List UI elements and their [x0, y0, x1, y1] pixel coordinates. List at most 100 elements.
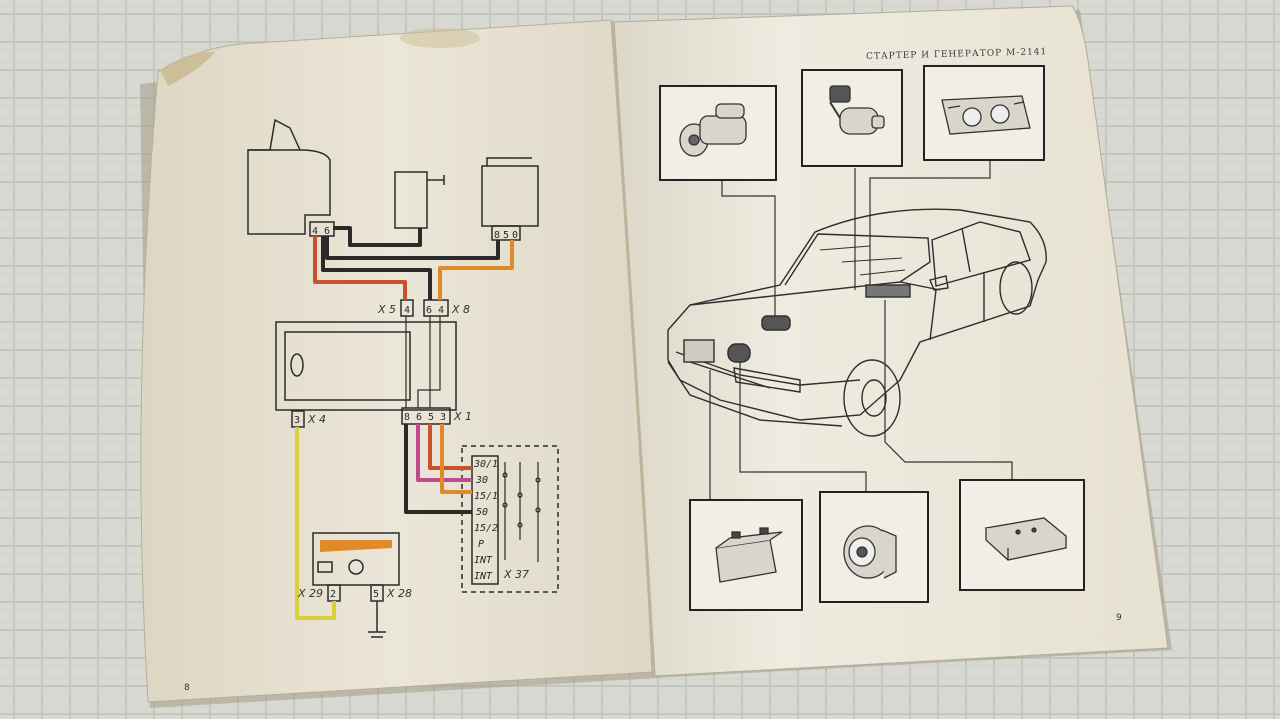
left-page-stain [400, 28, 480, 48]
car-b-pillar [961, 227, 971, 273]
connector-label-x29: X 29 [297, 587, 323, 600]
car-front-wheel [843, 359, 901, 437]
pin-label: 4 [312, 226, 318, 237]
connector-label-x5: X 5 [377, 303, 396, 316]
generator-icon [843, 525, 897, 579]
terminal-label: INT [474, 571, 493, 582]
car-door-line [929, 272, 985, 341]
car-grille [675, 351, 861, 389]
terminal-label: INT [474, 555, 493, 566]
module-lamp [290, 353, 304, 377]
car-interior-lines [819, 245, 906, 276]
wire-red-ignition [428, 424, 472, 470]
pin-label: 8 [494, 230, 500, 241]
instrument-cluster-icon [941, 95, 1031, 135]
switch-contacts [502, 462, 541, 562]
starter-icon [679, 103, 747, 157]
wire-black [325, 236, 500, 260]
pin-label: 0 [512, 230, 518, 241]
top-right-terminal-block [491, 225, 521, 241]
connector-label-x28: X 28 [386, 587, 412, 600]
car-front-wheel-hub [861, 379, 887, 417]
terminal-label: 30 [475, 475, 488, 486]
terminal-label: 15/2 [474, 523, 498, 534]
pin-label: 5 [373, 589, 379, 600]
wire-harness [295, 226, 514, 620]
component-box-ignition [801, 69, 903, 167]
ignition-switch-icon [829, 85, 885, 135]
terminal-label: P [478, 539, 484, 550]
pin-label: 6 [426, 305, 432, 316]
car-rear-wheel [999, 261, 1033, 315]
fuse-lead [427, 175, 445, 185]
wire-black [333, 226, 422, 247]
component-box-cluster [923, 65, 1045, 161]
pin-label: 3 [294, 415, 300, 426]
right-page-number: 9 [1116, 613, 1122, 623]
terminal-label: 30/1 [473, 459, 498, 470]
component-box-relay [959, 479, 1085, 591]
ground-symbol [368, 601, 386, 638]
x37-switch-block [461, 445, 559, 593]
car-body [667, 208, 1047, 421]
diagram-labels: 4 6 8 5 0 X 5 4 6 4 X 8 8 6 5 3 X 1 3 X … [294, 226, 529, 600]
x1-connector [401, 407, 451, 425]
wire-yellow [295, 427, 336, 620]
car-mirror [929, 275, 949, 291]
book-spine [610, 21, 656, 677]
connector-label-x4: X 4 [307, 413, 326, 426]
wire-black [321, 236, 432, 300]
car-drawing [667, 208, 1047, 437]
component-box-starter [659, 85, 777, 181]
internal-traces [405, 316, 441, 408]
pin-label: 6 [416, 412, 422, 423]
battery-icon [715, 527, 783, 583]
wire-red [313, 236, 407, 300]
main-module [275, 321, 457, 411]
wire-pink [416, 424, 472, 482]
component-box-battery [689, 499, 803, 611]
left-page-number: 8 [184, 683, 190, 693]
connector-label-x8: X 8 [451, 303, 470, 316]
car-windshield [784, 233, 931, 286]
car-hood-line [689, 281, 941, 306]
car-starter-mark [761, 315, 791, 331]
indicator-gauge [348, 559, 364, 575]
relay-cap [486, 157, 532, 166]
relay-block-icon [984, 517, 1068, 561]
leader-lines [709, 160, 1013, 500]
wiring-diagram [247, 118, 559, 638]
car-battery-mark [683, 339, 715, 363]
module-inner [284, 331, 411, 401]
left-page-stain [160, 51, 215, 86]
starter-housing [247, 149, 331, 235]
connector-label-x1: X 1 [453, 410, 472, 423]
pin-label: 6 [324, 226, 330, 237]
terminal-label: 50 [476, 507, 488, 518]
pin-label: 2 [330, 589, 336, 600]
car-bumper [667, 361, 843, 427]
car-headlight [733, 367, 801, 393]
pin-label: 5 [503, 230, 509, 241]
car-alternator-mark [727, 343, 751, 363]
indicator-panel [312, 532, 400, 586]
fuse-component [394, 171, 428, 229]
indicator-warning-strip [320, 540, 392, 552]
pin-label: 5 [428, 412, 434, 423]
connector-label-x37: X 37 [503, 568, 529, 581]
pin-label: 3 [440, 412, 446, 423]
component-box-generator [819, 491, 929, 603]
wire-orange [438, 240, 514, 300]
x37-terminal-strip [471, 455, 499, 585]
x8-connector [423, 299, 449, 317]
terminal-label: 15/1 [474, 491, 498, 502]
pin-label: 4 [404, 305, 410, 316]
pin-label: 4 [438, 305, 444, 316]
starter-cap [248, 118, 301, 151]
wire-black-ignition [404, 424, 472, 514]
indicator-battery-icon [317, 561, 333, 573]
wire-orange-ignition [440, 424, 472, 494]
right-page-header: СТАРТЕР И ГЕНЕРАТОР М-2141 [866, 47, 1047, 62]
pin-label: 8 [404, 412, 410, 423]
